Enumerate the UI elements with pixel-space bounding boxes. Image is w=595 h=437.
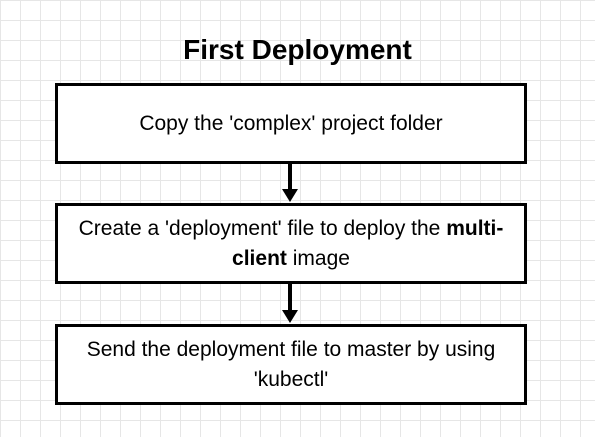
diagram-title: First Deployment [183, 34, 412, 65]
arrow-step-1-to-2 [282, 164, 298, 202]
step-box-send-to-master: Send the deployment file to master by us… [55, 324, 527, 405]
step-2-text-after: image [286, 246, 350, 270]
step-2-text-before: Create a 'deployment' file to deploy the [78, 216, 447, 240]
step-1-text: Copy the 'complex' project folder [139, 111, 443, 135]
step-3-text: Send the deployment file to master by us… [86, 337, 496, 391]
step-box-copy-project: Copy the 'complex' project folder [55, 83, 527, 164]
step-2-text-bold: multi-client [232, 216, 504, 270]
arrow-step-2-to-3 [282, 284, 298, 323]
step-box-create-deployment: Create a 'deployment' file to deploy the… [55, 203, 527, 284]
step-2-text: Create a 'deployment' file to deploy the… [78, 214, 504, 274]
